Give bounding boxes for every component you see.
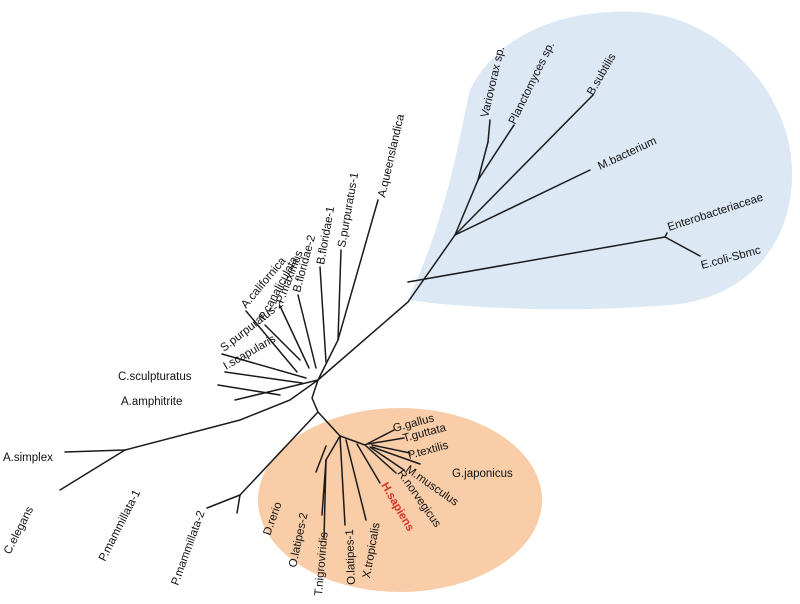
branch-ggallus (364, 429, 395, 446)
taxon-label: C.elegans (2, 505, 36, 557)
branch-xtropicalis (345, 439, 367, 521)
branch-pmammillata2 (236, 494, 241, 514)
bacteria-clade-region (408, 11, 793, 310)
branch-gjaponicus (371, 446, 421, 465)
taxon-label: B.floridae-1 (315, 206, 337, 266)
branch-tunicate-stem (239, 379, 319, 496)
branch-root-to-bacteria (317, 234, 456, 381)
branch-nematode-stem (124, 379, 319, 451)
branch-fish-stem (325, 435, 341, 461)
taxon-label: T.nigroviridis (313, 531, 331, 596)
branch-pcanaliculata (264, 324, 301, 361)
tree-branches (59, 94, 701, 539)
branch-tguttata (367, 437, 405, 445)
taxon-label: G.japonicus (452, 468, 513, 480)
branch-enterobacteria-stem (407, 236, 666, 283)
branch-spurpuratus2 (221, 353, 307, 379)
branch-iscapularis (224, 371, 303, 384)
branch-pmammillata1 (206, 494, 241, 509)
taxon-label: A.simplex (3, 452, 53, 464)
taxon-label: C.sculpturatus (118, 371, 192, 383)
branch-bfloridae2 (297, 294, 317, 369)
branch-spurpuratus1 (337, 249, 342, 341)
branch-ptextilis (371, 444, 411, 454)
branch-celegans (59, 449, 126, 491)
branch-olatipes1 (339, 435, 346, 526)
taxon-label: A.amphitrite (121, 396, 182, 408)
branch-variovorax (487, 119, 491, 143)
taxon-label: S.purpuratus-1 (336, 172, 361, 249)
branch-drerio (315, 445, 327, 473)
taxon-label: A.queenslandica (376, 113, 407, 199)
branch-acalifornica (245, 310, 298, 373)
branch-bfloridae1 (319, 266, 327, 363)
branch-mmusculus (369, 446, 405, 471)
branch-tnigroviridis (323, 459, 327, 539)
branch-mbacterium (454, 169, 591, 236)
branch-ecoli (664, 236, 701, 257)
branch-rnorvegicus (364, 444, 397, 474)
branch-pmaximus (279, 305, 310, 369)
taxon-label: O.latipes-1 (344, 529, 358, 585)
taxon-label: P.mammillata-2 (170, 509, 208, 587)
branch-asimplex (64, 449, 126, 453)
branch-aamphitrite (234, 379, 319, 401)
branch-hsapiens (356, 443, 381, 484)
branch-planctomyces (477, 124, 515, 181)
branch-bsubtilis (454, 94, 594, 236)
branch-csculpturatus (217, 384, 281, 396)
taxon-label: P.mammillata-1 (97, 488, 143, 563)
